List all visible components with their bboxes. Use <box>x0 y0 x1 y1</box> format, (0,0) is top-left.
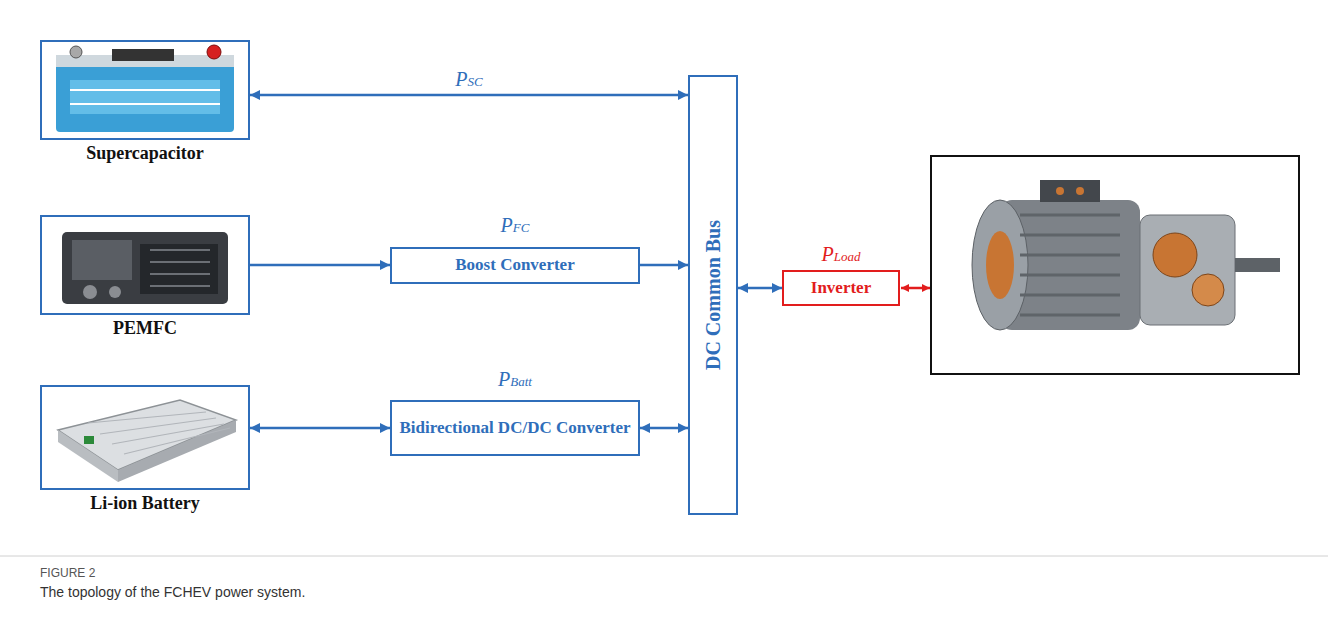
motor-frame <box>931 156 1299 374</box>
stack-plate <box>72 240 132 280</box>
gear <box>1153 233 1197 277</box>
terminal-box <box>1040 180 1100 202</box>
part-name: PEMFC <box>113 318 177 339</box>
pipe-port <box>109 286 121 298</box>
pack-connector <box>84 436 94 444</box>
terminal <box>1056 187 1064 195</box>
caption-rule <box>0 556 1328 557</box>
fuel-cell-picture <box>62 232 228 304</box>
terminal-negative <box>70 46 82 58</box>
box-label: Inverter <box>811 278 871 298</box>
battery-frame: Li-ion Battery <box>40 385 250 490</box>
box-label: DC Common Bus <box>702 220 725 370</box>
capacitor-stripe <box>70 89 220 91</box>
motor-endcap <box>972 200 1028 330</box>
motor-power-arrow <box>901 287 930 290</box>
power-flow-arrow <box>738 287 782 290</box>
power-flow-arrow <box>250 94 688 97</box>
battery-picture <box>58 400 236 482</box>
stack-ribs <box>150 250 210 286</box>
bus-bar: DC Common Bus <box>688 75 738 515</box>
capacitor-stripe <box>70 103 220 105</box>
motor-picture <box>931 156 1299 374</box>
power-symbol: PFC <box>501 214 530 237</box>
power-symbol: PSC <box>455 68 482 91</box>
capacitor-module <box>112 49 174 61</box>
converter-box: Bidirectional DC/DC Converter <box>390 400 640 456</box>
power-flow-arrow <box>250 264 390 267</box>
figure-caption: The topology of the FCHEV power system. <box>40 584 305 600</box>
housing-fins <box>1020 215 1120 315</box>
box-label: Boost Converter <box>455 255 574 275</box>
power-flow-arrow <box>250 427 390 430</box>
motor-winding <box>986 231 1014 299</box>
supercapacitor-picture <box>56 45 234 132</box>
terminal <box>1076 187 1084 195</box>
capacitor-body <box>56 62 234 132</box>
power-flow-arrow <box>640 264 688 267</box>
gear <box>1192 274 1224 306</box>
part-name: Supercapacitor <box>86 143 204 164</box>
part-name: Li-ion Battery <box>90 493 200 514</box>
terminal-positive <box>207 45 221 59</box>
gearbox <box>1140 215 1235 325</box>
cell-lines <box>88 412 230 454</box>
box-label: Bidirectional DC/DC Converter <box>399 418 630 438</box>
inverter-box: Inverter <box>782 270 900 306</box>
stack-block <box>140 244 218 294</box>
figure-number: FIGURE 2 <box>40 566 95 580</box>
stack-body <box>62 232 228 304</box>
supercapacitor-frame: Supercapacitor <box>40 40 250 140</box>
power-flow-arrow <box>640 427 688 430</box>
fuel-cell-frame: PEMFC <box>40 215 250 315</box>
converter-box: Boost Converter <box>390 247 640 284</box>
pack-side <box>58 430 118 482</box>
power-symbol: PLoad <box>822 243 861 266</box>
power-symbol: PBatt <box>498 368 532 391</box>
capacitor-label-plate <box>70 80 220 114</box>
pipe-port <box>83 285 97 299</box>
output-shaft <box>1235 258 1280 272</box>
